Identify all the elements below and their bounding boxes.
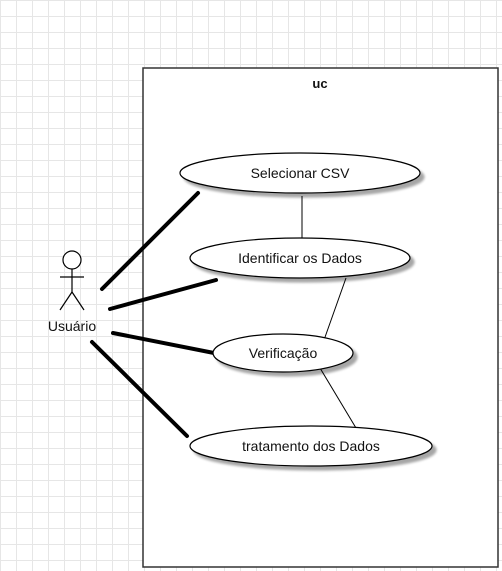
use-case-tratamento-dados[interactable]: tratamento dos Dados	[189, 425, 433, 467]
link-identificar-verificacao[interactable]	[323, 277, 347, 341]
assoc-usuario-identificar[interactable]	[108, 278, 218, 311]
use-case-selecionar-csv[interactable]: Selecionar CSV	[179, 152, 421, 194]
link-verificacao-tratamento[interactable]	[319, 367, 357, 429]
use-case-label: Selecionar CSV	[251, 165, 350, 181]
actor-left-leg	[59, 291, 73, 311]
actor-usuario[interactable]: Usuário	[48, 250, 96, 334]
use-case-label: Verificação	[249, 345, 318, 361]
actor-name: Usuário	[48, 318, 96, 334]
assoc-usuario-selecionar[interactable]	[100, 191, 200, 291]
use-case-identificar-dados[interactable]: Identificar os Dados	[189, 237, 411, 279]
use-case-label: tratamento dos Dados	[242, 438, 380, 454]
boundary-title: uc	[312, 76, 327, 91]
use-case-verificacao[interactable]: Verificação	[212, 333, 354, 373]
assoc-usuario-verificacao[interactable]	[111, 331, 216, 355]
use-case-label: Identificar os Dados	[238, 250, 362, 266]
actor-head-icon	[62, 250, 82, 270]
system-boundary[interactable]	[142, 67, 499, 568]
actor-right-leg	[71, 291, 85, 311]
assoc-usuario-tratamento[interactable]	[90, 340, 189, 438]
